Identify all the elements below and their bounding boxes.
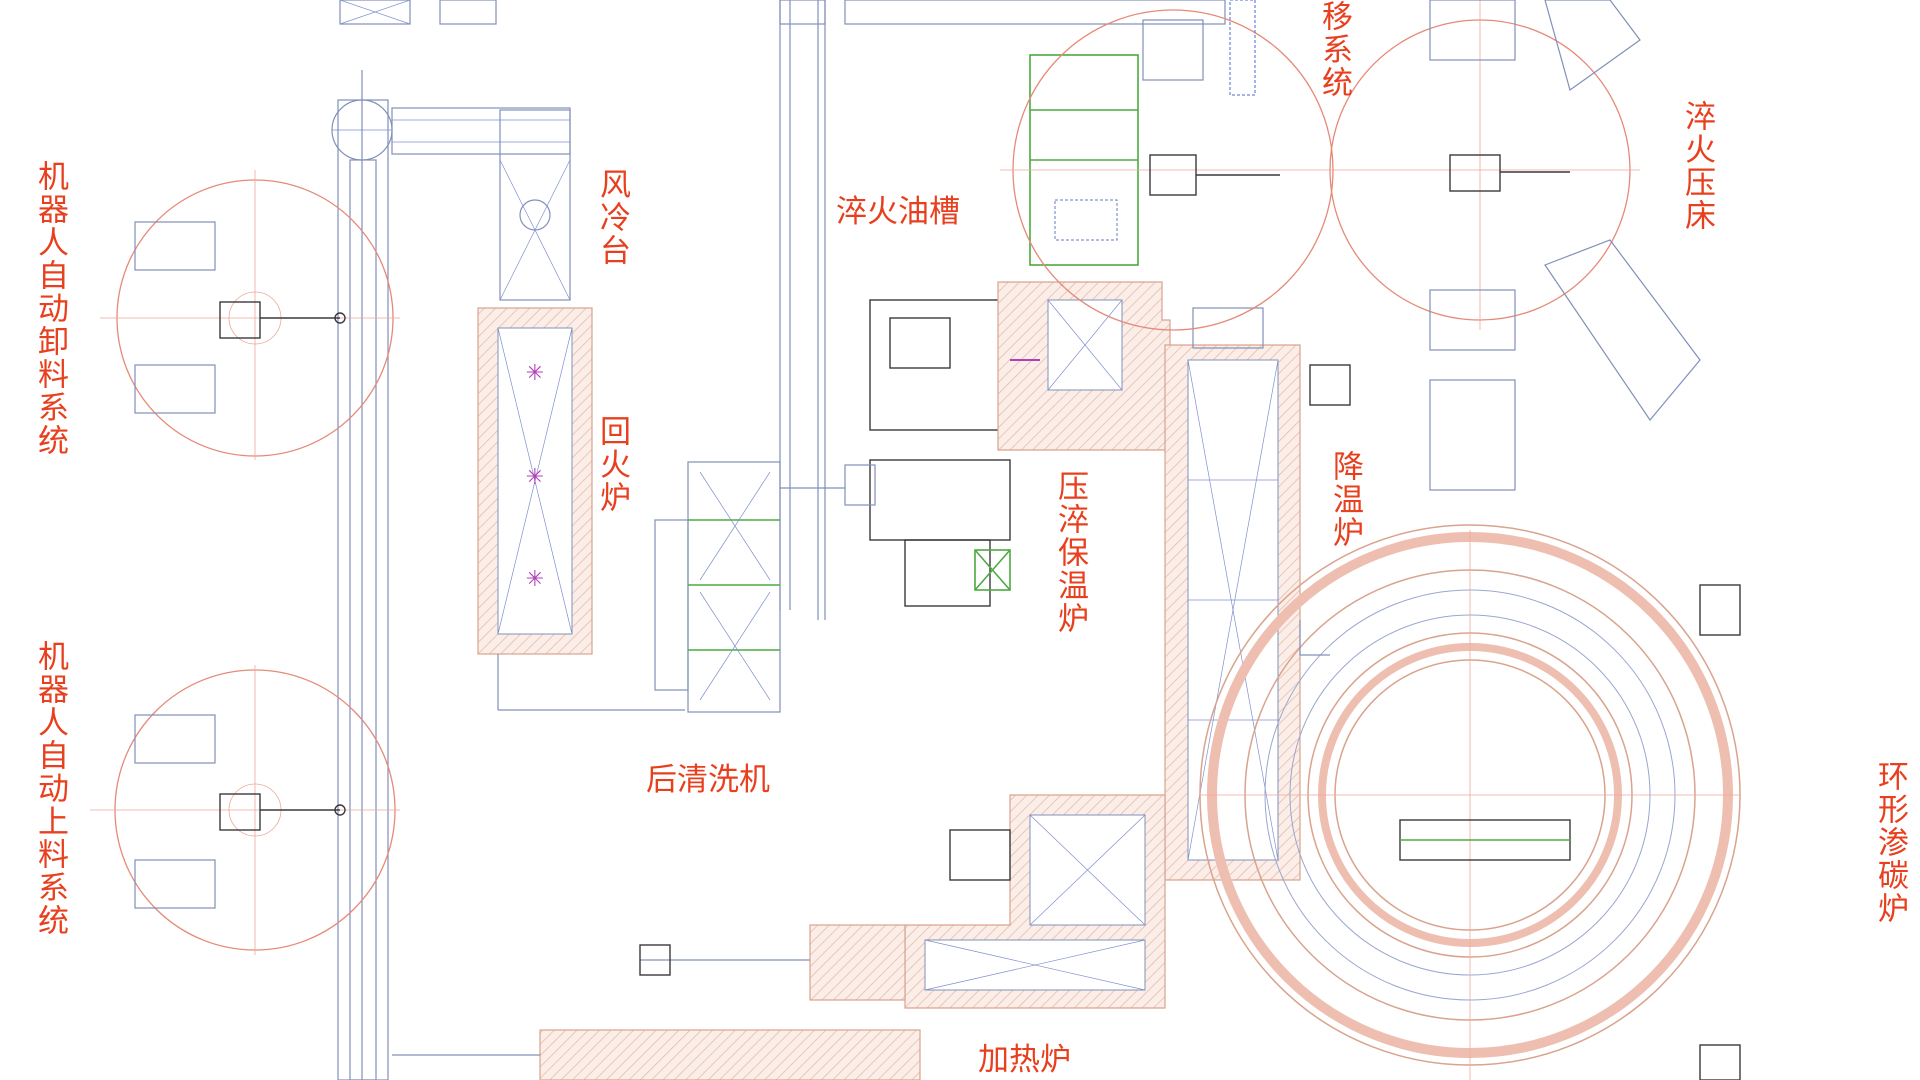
quench-press-label: 淬火压床	[1679, 100, 1716, 232]
heating-furnace-shape	[639, 794, 1166, 1009]
unload-robot-cell	[100, 170, 400, 460]
left-conveyor-rail	[331, 70, 571, 1080]
cooling-furnace-label: 降温炉	[1327, 450, 1363, 549]
cooling-furnace-shape	[1164, 307, 1351, 881]
post-washer-label: 后清洗机	[646, 762, 770, 798]
svg-text:✳: ✳	[526, 567, 544, 592]
press-quench-holding-furnace-shape	[997, 281, 1171, 451]
top-left-boxes	[339, 0, 497, 25]
air-cooling-table-label: 风冷台	[594, 168, 630, 267]
quench-press-cells	[1000, 0, 1701, 491]
post-washer-shape	[654, 461, 781, 713]
transfer-system-label: 移系统	[1316, 0, 1352, 99]
quench-oil-tank-label: 淬火油槽	[836, 194, 960, 230]
load-system-label: 机器人自动上料系统	[32, 640, 69, 937]
heating-furnace-label: 加热炉	[978, 1042, 1071, 1078]
load-robot-cell	[90, 665, 400, 955]
tempering-furnace-shape: ✳ ✳ ✳	[477, 307, 685, 711]
rotary-carburizing-furnace-label: 环形渗碳炉	[1872, 760, 1909, 925]
quench-oil-tank-lines	[779, 0, 1226, 620]
quench-loader-frame	[1029, 54, 1139, 266]
bottom-base	[392, 1029, 921, 1080]
svg-text:✳: ✳	[526, 361, 544, 386]
svg-text:✳: ✳	[526, 465, 544, 490]
tempering-furnace-label: 回火炉	[594, 415, 630, 514]
rotary-carburizing-furnace-shape	[1199, 524, 1741, 1080]
press-quench-holding-furnace-label: 压淬保温炉	[1052, 470, 1089, 635]
unload-system-label: 机器人自动卸料系统	[32, 160, 69, 457]
labels: 机器人自动卸料系统 机器人自动上料系统 风冷台 回火炉 淬火油槽 后清洗机 压淬…	[32, 0, 1909, 1078]
quench-equipment	[780, 299, 1011, 607]
air-cooling-table-shape	[499, 109, 571, 301]
